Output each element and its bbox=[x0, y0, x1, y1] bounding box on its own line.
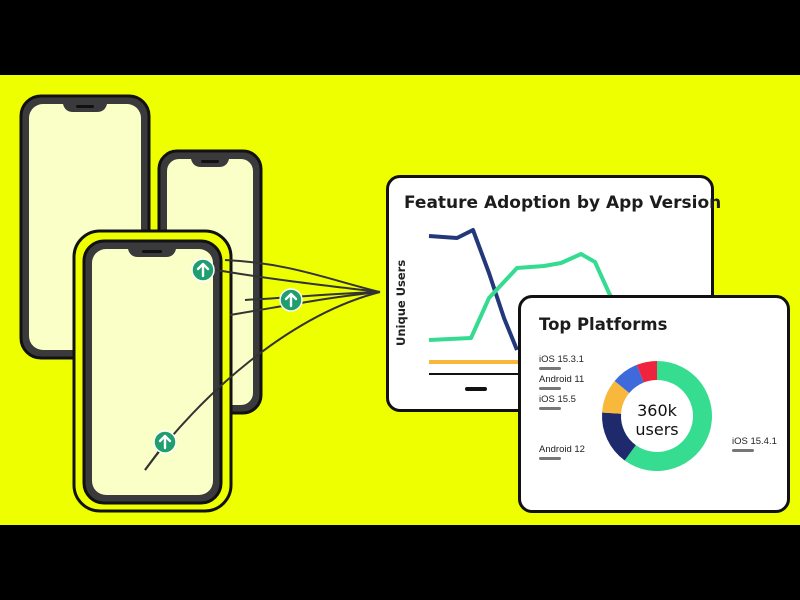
label-underline bbox=[539, 457, 561, 460]
platforms-donut-chart bbox=[602, 361, 712, 471]
yellow-background: Feature Adoption by App Version Unique U… bbox=[0, 75, 800, 525]
donut-center-value: 360k bbox=[637, 401, 677, 420]
label-underline bbox=[539, 407, 561, 410]
donut-segment-red bbox=[636, 361, 657, 383]
donut-center-unit: users bbox=[635, 420, 679, 439]
top-platforms-title: Top Platforms bbox=[539, 315, 668, 334]
label-underline bbox=[539, 367, 561, 370]
feature-adoption-title: Feature Adoption by App Version bbox=[404, 193, 722, 213]
arrow-up-icon bbox=[153, 430, 177, 454]
donut-segment-navy bbox=[602, 412, 636, 461]
arrow-up-icon bbox=[279, 288, 303, 312]
donut-segment-orange bbox=[602, 380, 630, 414]
phone-front bbox=[72, 229, 233, 513]
top-platforms-card: Top Platforms iOS 15.3.1 Android 11 iOS … bbox=[518, 295, 790, 513]
platform-label-ios-15-3-1: iOS 15.3.1 bbox=[539, 354, 584, 365]
label-underline bbox=[732, 449, 754, 452]
platform-label-ios-15-5: iOS 15.5 bbox=[539, 394, 576, 405]
platform-label-android-12: Android 12 bbox=[539, 444, 585, 455]
platform-label-ios-15-4-1: iOS 15.4.1 bbox=[732, 436, 777, 447]
donut-segment-blue bbox=[614, 364, 644, 394]
platform-label-android-11: Android 11 bbox=[539, 374, 585, 385]
label-underline bbox=[539, 387, 561, 390]
arrow-up-icon bbox=[191, 258, 215, 282]
donut-segment-green bbox=[624, 361, 712, 471]
